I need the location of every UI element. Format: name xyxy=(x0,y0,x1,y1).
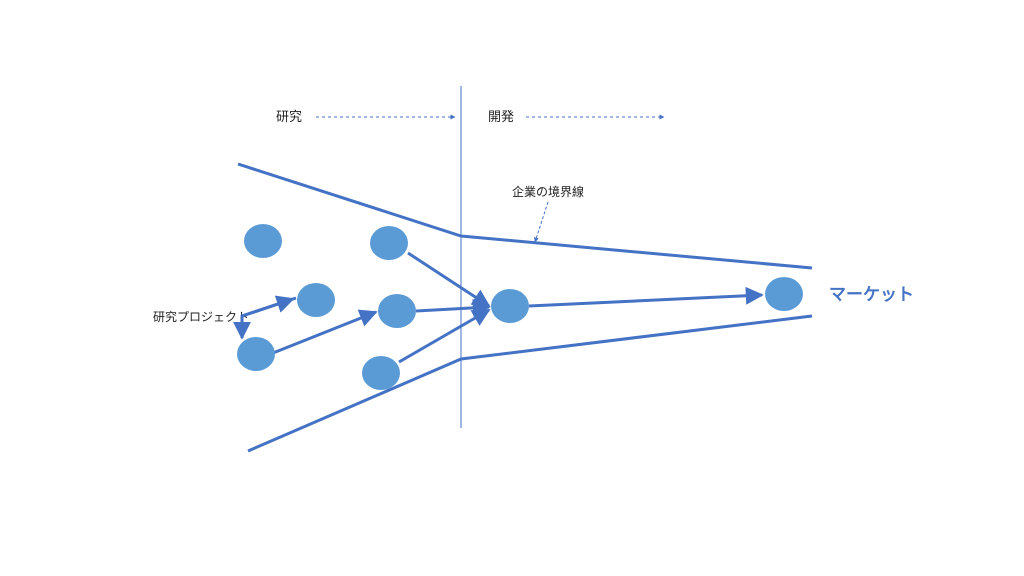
development-phase-label: 開発 xyxy=(488,110,514,125)
project-arrow-lower-left-to-center xyxy=(272,309,378,355)
project-node xyxy=(370,226,408,260)
project-node xyxy=(244,224,282,258)
project-node xyxy=(297,283,335,317)
development-node xyxy=(491,289,529,323)
project-arrow-mid-to-dev xyxy=(415,298,491,317)
project-node xyxy=(378,294,416,328)
project-arrow-bottom-to-dev xyxy=(398,308,491,364)
market-label: マーケット xyxy=(829,285,914,305)
research-projects-label: 研究プロジェクト xyxy=(153,309,249,324)
market-node xyxy=(765,277,803,311)
dev-to-market-arrow xyxy=(528,286,764,308)
project-node xyxy=(237,337,275,371)
funnel-upper-boundary xyxy=(237,162,813,270)
funnel-lower-boundary xyxy=(247,314,813,453)
research-phase-label: 研究 xyxy=(276,110,302,125)
company-boundary-label: 企業の境界線 xyxy=(512,184,584,199)
project-arrow-top-to-dev xyxy=(407,251,491,308)
company-boundary-pointer xyxy=(534,201,549,243)
bracket-arrow-head-upper xyxy=(241,295,295,318)
research-projects-bracket-arrow xyxy=(233,296,297,340)
project-node xyxy=(362,356,400,390)
